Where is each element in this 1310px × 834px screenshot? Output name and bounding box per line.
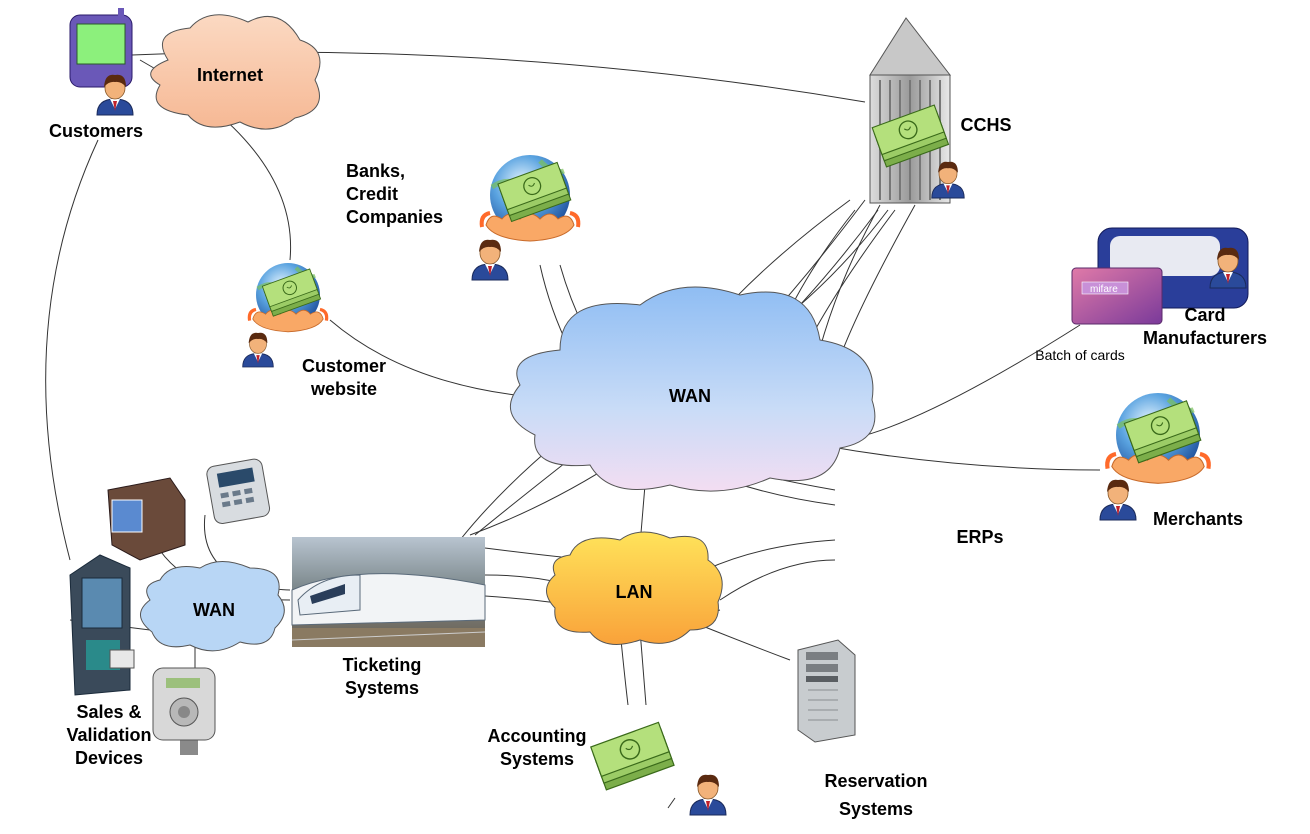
internet-label: Internet	[196, 65, 263, 85]
cchs-label: CCHS	[960, 115, 1012, 135]
wan-local-label: WAN	[193, 600, 235, 620]
validator-icon	[152, 667, 216, 755]
skyscraper-icon	[869, 17, 965, 204]
mobile-phone-icon	[69, 8, 133, 88]
wan-main-label: WAN	[669, 386, 711, 406]
customers-label: Customers	[48, 121, 144, 141]
erps-label: ERPs	[956, 527, 1004, 547]
ticket-printer-icon	[107, 477, 186, 561]
banks-money-globe-icon	[482, 155, 579, 241]
wan-cloud-local	[140, 561, 285, 652]
internet-cloud	[150, 14, 321, 130]
accounting-systems-label: Accounting Systems	[487, 726, 587, 769]
card-manufacturers-label: Card Manufacturers	[1142, 305, 1268, 348]
pos-terminal-icon	[206, 458, 271, 524]
merchants-money-globe-icon	[1107, 393, 1209, 483]
website-money-globe-icon	[249, 263, 326, 332]
accounting-person-icon	[689, 774, 727, 816]
website-person-icon	[242, 332, 274, 368]
card-brand-text: mifare	[1090, 284, 1118, 295]
sales-validation-label: Sales & Validation Devices	[66, 702, 152, 768]
server-icon	[797, 639, 856, 743]
ticket-machine-icon	[69, 554, 135, 696]
lan-cloud	[546, 531, 723, 645]
train-photo	[291, 537, 486, 647]
accounting-money-icon	[590, 721, 675, 791]
banks-person-icon	[471, 239, 509, 281]
wan-cloud-main	[510, 286, 876, 492]
merchants-label: Merchants	[1152, 509, 1244, 529]
reservation-systems-label: Reservation Systems	[824, 771, 928, 819]
customer-website-label: Customer website	[301, 356, 386, 399]
lan-label: LAN	[615, 582, 653, 602]
batch-of-cards-label: Batch of cards	[1035, 347, 1125, 363]
merchants-person-icon	[1099, 479, 1137, 521]
banks-label: Banks, Credit Companies	[346, 161, 444, 227]
ticketing-systems-label: Ticketing Systems	[342, 655, 422, 698]
